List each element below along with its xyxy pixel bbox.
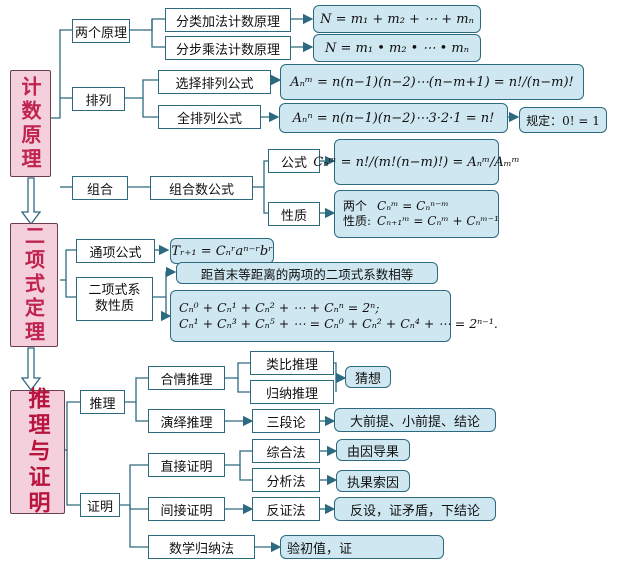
formula-comb: Cₙᵐ = n!/(m!(n−m)!) = Aₙᵐ/Aₘᵐ	[313, 139, 520, 185]
formula-mul: N = m₁ • m₂ • ⋯ • mₙ	[313, 34, 481, 62]
formula-coef-sum-2: Cₙ¹ + Cₙ³ + Cₙ⁵ + ⋯ = Cₙ⁰ + Cₙ² + Cₙ⁴ + …	[179, 316, 498, 331]
formula-add: N = m₁ + m₂ + ⋯ + mₙ	[313, 5, 481, 33]
node-property: 性质	[268, 202, 320, 226]
formula-coef-sum-1: Cₙ⁰ + Cₙ¹ + Cₙ² + ⋯ + Cₙⁿ = 2ⁿ;	[179, 300, 380, 316]
formula-general-term: Tᵣ₊₁ = Cₙʳaⁿ⁻ʳbʳ	[170, 238, 274, 264]
node-proof: 证明	[80, 493, 120, 517]
node-synthesis: 综合法	[252, 439, 320, 463]
coef-property-line2: 数性质	[94, 299, 134, 314]
node-analysis: 分析法	[252, 468, 320, 492]
node-full-perm: 全排列公式	[158, 105, 261, 129]
node-direct: 直接证明	[148, 453, 225, 477]
node-math-induction: 数学归纳法	[148, 535, 255, 559]
node-comb-formula: 组合数公式	[150, 176, 253, 200]
node-syllogism: 三段论	[252, 409, 320, 433]
section-counting: 计数原理	[10, 70, 51, 177]
node-select-perm: 选择排列公式	[158, 70, 271, 94]
node-contradiction: 反证法	[252, 497, 320, 521]
property-label: 两个 性质:	[343, 199, 371, 229]
node-combination: 组合	[72, 176, 128, 200]
node-two-principles: 两个原理	[72, 19, 130, 43]
node-contra-steps: 反设，证矛盾，下结论	[334, 497, 496, 521]
node-cause-effect: 由因导果	[336, 439, 410, 461]
formula-full-perm: Aₙⁿ = n(n−1)(n−2)⋯3·2·1 = n!	[279, 103, 508, 133]
property-formula-2: Cₙ₊₁ᵐ = Cₙᵐ + Cₙᵐ⁻¹	[377, 214, 499, 228]
node-deductive: 演绎推理	[148, 409, 225, 433]
section-binomial: 二项式定理	[10, 223, 58, 347]
formula-coef-sum: Cₙ⁰ + Cₙ¹ + Cₙ² + ⋯ + Cₙⁿ = 2ⁿ; Cₙ¹ + Cₙ…	[170, 290, 498, 342]
property-formulas: Cₙᵐ = Cₙⁿ⁻ᵐ Cₙ₊₁ᵐ = Cₙᵐ + Cₙᵐ⁻¹	[377, 199, 499, 229]
note-equidistant: 距首末等距离的两项的二项式系数相等	[176, 262, 438, 284]
property-label-line1: 两个	[343, 199, 368, 213]
node-add-principle: 分类加法计数原理	[165, 8, 291, 32]
node-induction-steps: 验初值，证	[280, 535, 444, 559]
node-induction: 归纳推理	[250, 380, 334, 404]
node-indirect: 间接证明	[148, 497, 225, 521]
node-permutation: 排列	[72, 87, 125, 111]
node-syllogism-parts: 大前提、小前提、结论	[334, 408, 496, 432]
node-analogy: 类比推理	[250, 351, 334, 375]
property-formula-1: Cₙᵐ = Cₙⁿ⁻ᵐ	[377, 199, 449, 213]
node-mul-principle: 分步乘法计数原理	[165, 36, 291, 60]
node-guess: 猜想	[345, 366, 391, 388]
node-formula: 公式	[268, 149, 320, 173]
node-reasoning: 推理	[80, 390, 125, 414]
property-label-line2: 性质:	[343, 214, 372, 228]
node-coef-property: 二项式系 数性质	[76, 277, 153, 321]
formula-comb-properties: 两个 性质: Cₙᵐ = Cₙⁿ⁻ᵐ Cₙ₊₁ᵐ = Cₙᵐ + Cₙᵐ⁻¹	[334, 190, 499, 238]
node-effect-cause: 执果索因	[336, 470, 410, 492]
note-zero-factorial: 规定：0! = 1	[519, 107, 607, 133]
formula-perm: Aₙᵐ = n(n−1)(n−2)⋯(n−m+1) = n!/(n−m)!	[280, 64, 584, 100]
section-reasoning: 推理与证明	[10, 387, 65, 517]
coef-property-line1: 二项式系	[88, 282, 141, 298]
node-plausible: 合情推理	[148, 366, 225, 390]
node-general-term: 通项公式	[76, 239, 155, 263]
